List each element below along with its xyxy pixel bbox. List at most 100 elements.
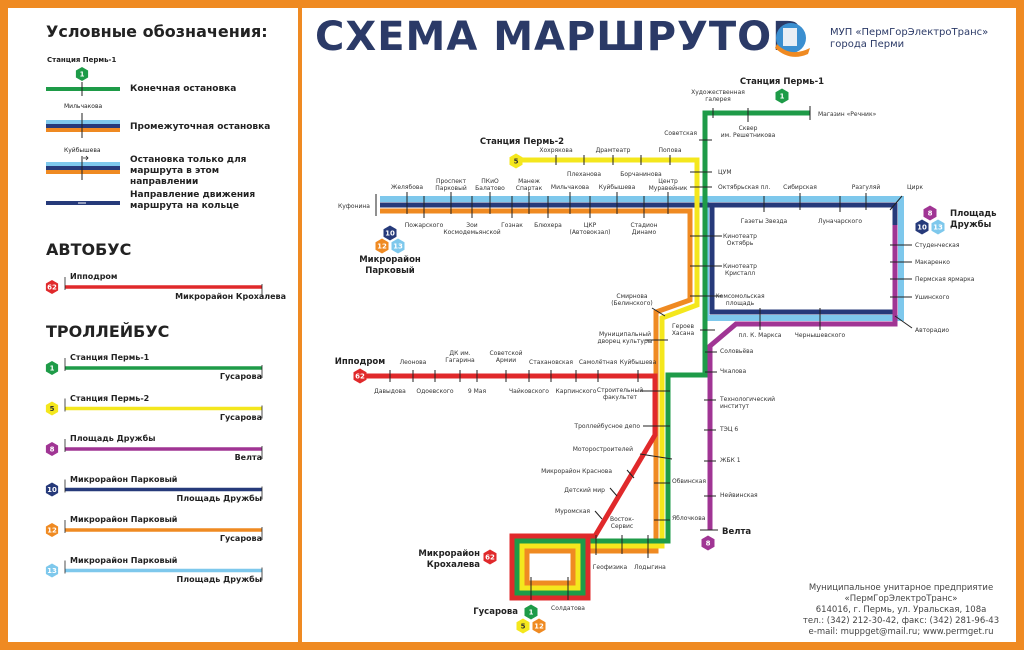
station-label-line: Борчанинова — [620, 171, 662, 178]
station-label-line: Троллейбусное депо — [573, 423, 640, 430]
route-5-from: Станция Пермь-2 — [70, 393, 150, 403]
station-label-line: Смирнова — [616, 293, 648, 300]
station-label-line: пл. К. Маркса — [739, 332, 782, 339]
station-label: Обвинская — [672, 478, 706, 485]
station-label-line: Хохрякова — [539, 147, 573, 154]
badge-number: 12 — [47, 527, 57, 535]
station-label-line: Сибирская — [783, 184, 817, 191]
station-label-line: Зои — [466, 222, 478, 229]
station-label: Чернышевского — [795, 332, 846, 339]
station-tick — [639, 453, 673, 460]
station-label-line: Гагарина — [445, 357, 475, 364]
station-label-line: (Белинского) — [611, 300, 653, 307]
station-label-line: Микрорайон Краснова — [541, 468, 612, 475]
station-label-line: Чайковского — [509, 388, 549, 395]
station-label-line: Попова — [659, 147, 682, 154]
badge-number: 10 — [385, 230, 395, 238]
station-label: Чайковского — [509, 388, 549, 395]
station-label-line: Макаренко — [915, 259, 950, 266]
station-label: Яблочкова — [672, 515, 706, 522]
station-label: Борчанинова — [620, 171, 662, 178]
route-13-to: Площадь Дружбы — [176, 574, 262, 584]
station-label-line: 9 Мая — [468, 388, 487, 395]
map-route-badge-13: 13 — [391, 238, 405, 254]
station-label-line: Блюхера — [534, 222, 562, 229]
route-12-from: Микрорайон Парковый — [70, 515, 178, 524]
trolleybus-heading: ТРОЛЛЕЙБУС — [46, 322, 170, 341]
station-label-line: Проспект — [436, 178, 467, 185]
station-label-line: Яблочкова — [672, 515, 706, 522]
map-route-badge-12: 12 — [532, 618, 546, 634]
station-label: Попова — [659, 147, 682, 154]
station-label-line: Станция Пермь-1 — [740, 77, 824, 87]
station-label: Смирнова(Белинского) — [611, 293, 653, 307]
station-label: Советская — [664, 130, 697, 137]
station-label-line: Пермская ярмарка — [915, 276, 975, 283]
station-label-line: Желябова — [391, 184, 424, 191]
station-label-line: ЦУМ — [718, 169, 732, 176]
station-label: Газеты Звезда — [741, 218, 788, 225]
station-label: Леонова — [400, 359, 427, 366]
station-label: ТЭЦ 6 — [719, 426, 738, 433]
legend-route-62: 62 — [45, 277, 263, 297]
badge-number: 5 — [514, 158, 519, 166]
badge-number: 1 — [80, 71, 85, 79]
station-label: Макаренко — [915, 259, 950, 266]
route-badge-12: 12 — [45, 523, 59, 537]
route-10-to: Площадь Дружбы — [176, 493, 262, 503]
station-label-line: Кристалл — [725, 270, 755, 277]
station-label-line: им. Решетникова — [721, 132, 776, 139]
station-label-line: Манеж — [518, 178, 540, 185]
station-label-line: Дружбы — [950, 219, 991, 230]
page-title: СХЕМА МАРШРУТОВ — [315, 14, 804, 60]
station-label: Ипподром — [335, 357, 385, 367]
station-label-line: Советская — [664, 130, 697, 137]
station-label-line: Чкалова — [720, 368, 746, 375]
station-label: Давыдова — [374, 388, 406, 395]
station-label-line: Куфонина — [338, 203, 370, 210]
badge-number: 10 — [47, 486, 57, 494]
station-label-line: Куйбышева — [620, 359, 657, 366]
route-badge-8: 8 — [45, 442, 59, 456]
map-route-badge-8: 8 — [701, 535, 715, 551]
station-label: ЦУМ — [718, 169, 732, 176]
station-label-line: Муромская — [555, 508, 590, 515]
station-label-line: Сквер — [739, 125, 758, 132]
station-label-line: Технологический — [719, 396, 775, 403]
map-route-badge-13: 13 — [931, 219, 945, 235]
station-label-line: Детский мир — [564, 487, 605, 494]
station-label: Станция Пермь-2 — [480, 137, 564, 147]
station-label-line: ЦКР — [584, 222, 597, 229]
footer-line: 614016, г. Пермь, ул. Уральская, 108а — [815, 605, 987, 615]
station-label: Стахановская — [529, 359, 573, 366]
station-label-line: Пожарского — [405, 222, 444, 229]
station-label: Драмтеатр — [596, 147, 631, 154]
footer-line: Муниципальное унитарное предприятие — [808, 583, 994, 593]
station-label: Нейвинская — [720, 492, 758, 499]
station-label-line: Мильчакова — [551, 184, 590, 191]
station-label: Блюхера — [534, 222, 562, 229]
route-line-8 — [707, 225, 898, 530]
map-route-badge-62: 62 — [353, 368, 367, 384]
route-badge-13: 13 — [45, 563, 59, 578]
org-name: МУП «ПермГорЭлектроТранс» города Перми — [830, 27, 988, 51]
legend-route-1: 1 — [45, 358, 263, 378]
station-label-line: ПКиО — [481, 178, 499, 185]
station-label-line: Чернышевского — [795, 332, 846, 339]
station-label: Самолётная — [579, 359, 618, 366]
station-label-line: Студенческая — [915, 242, 960, 249]
station-tick — [609, 487, 618, 497]
badge-number: 8 — [928, 210, 933, 218]
station-label-line: Муравейник — [649, 185, 688, 192]
station-label-line: институт — [720, 403, 750, 410]
station-label-line: Хасана — [672, 330, 695, 337]
